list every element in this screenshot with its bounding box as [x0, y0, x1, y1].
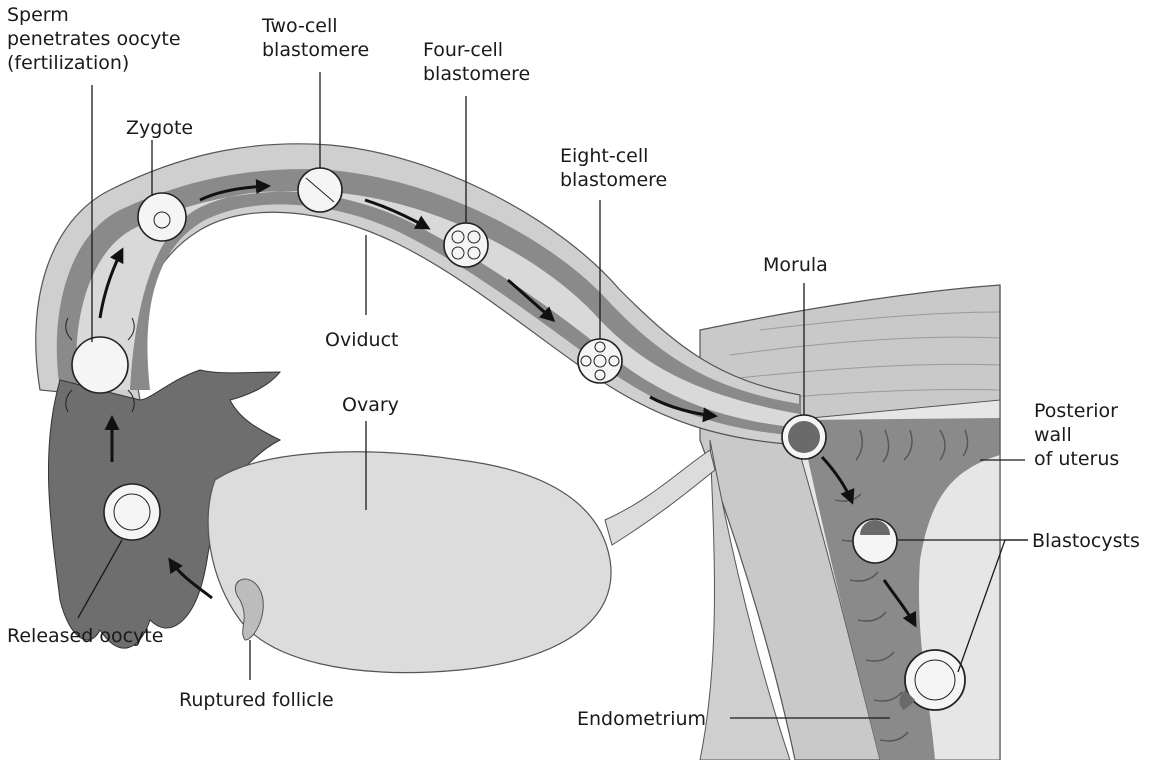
label-ruptured-follicle: Ruptured follicle: [179, 689, 334, 711]
eight-cell-blastomere: [578, 339, 622, 383]
label-zygote: Zygote: [126, 117, 193, 139]
released-oocyte: [104, 484, 160, 540]
label-posterior-wall: Posterior wall of uterus: [1034, 400, 1124, 470]
label-four-cell: Four-cell blastomere: [423, 39, 530, 85]
four-cell-blastomere: [444, 223, 488, 267]
label-ovary: Ovary: [342, 394, 399, 416]
label-oviduct: Oviduct: [325, 329, 398, 351]
label-morula: Morula: [763, 254, 828, 276]
morula: [782, 415, 826, 459]
label-endometrium: Endometrium: [577, 708, 706, 730]
ovary: [208, 450, 715, 673]
zygote: [138, 193, 186, 241]
label-released-oocyte: Released oocyte: [7, 625, 163, 647]
label-blastocysts: Blastocysts: [1032, 530, 1140, 552]
ovary-ligament: [605, 450, 715, 545]
label-sperm: Sperm penetrates oocyte (fertilization): [7, 4, 187, 74]
label-eight-cell: Eight-cell blastomere: [560, 145, 667, 191]
ovary-body: [208, 452, 611, 673]
blastocyst-early: [853, 519, 897, 563]
two-cell-blastomere: [298, 168, 342, 212]
label-two-cell: Two-cell blastomere: [261, 15, 369, 61]
